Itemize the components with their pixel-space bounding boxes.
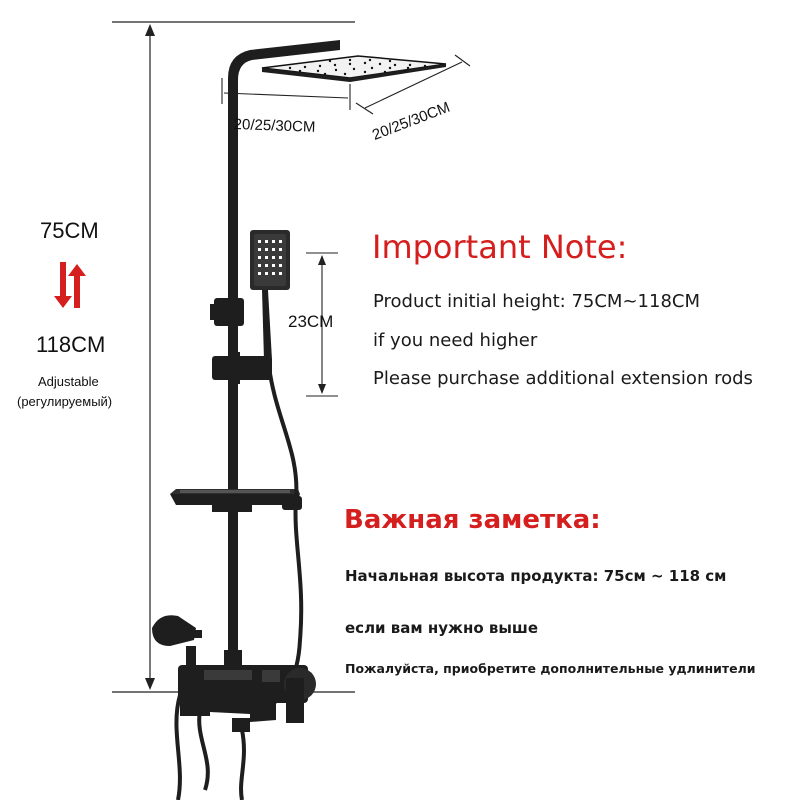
handheld-shower-head [250, 230, 290, 360]
mixer-valve [178, 650, 316, 732]
adjustable-label-ru: (регулируемый) [17, 394, 113, 409]
note-ru-line: если вам нужно выше [345, 619, 539, 637]
upper-holder [210, 298, 244, 326]
up-down-red-arrows-icon [54, 262, 86, 308]
head-dimension-lines [221, 54, 471, 115]
adjustable-label-en: Adjustable [38, 374, 99, 389]
important-note-title-ru: Важная заметка: [344, 505, 601, 535]
soap-shelf [170, 489, 302, 512]
handheld-range-label: 23CM [288, 312, 334, 331]
height-max-label: 118CM [36, 332, 106, 357]
note-en-line: if you need higher [373, 330, 538, 351]
head-size-label-left: 20/25/30CM [233, 116, 316, 136]
note-ru-line: Пожалуйста, приобретите дополнительные у… [345, 661, 756, 676]
rain-shower-head [261, 55, 447, 82]
note-en-line: Please purchase additional extension rod… [373, 368, 753, 389]
height-min-label: 75CM [40, 218, 99, 243]
riser-pipe [228, 290, 238, 670]
bidet-sprayer [152, 615, 202, 666]
handheld-dimension-lines [306, 252, 338, 397]
shower-arm [228, 40, 340, 300]
height-dimension-lines [112, 21, 355, 693]
slider-holder [212, 352, 272, 384]
note-en-line: Product initial height: 75CM~118CM [373, 291, 700, 312]
hose-right [239, 729, 246, 800]
shower-hose [261, 359, 304, 712]
note-ru-line: Начальная высота продукта: 75см ~ 118 см [345, 567, 727, 585]
shower-hose-lower [197, 709, 210, 791]
bidet-hose [174, 694, 182, 800]
important-note-title: Important Note: [372, 228, 628, 266]
